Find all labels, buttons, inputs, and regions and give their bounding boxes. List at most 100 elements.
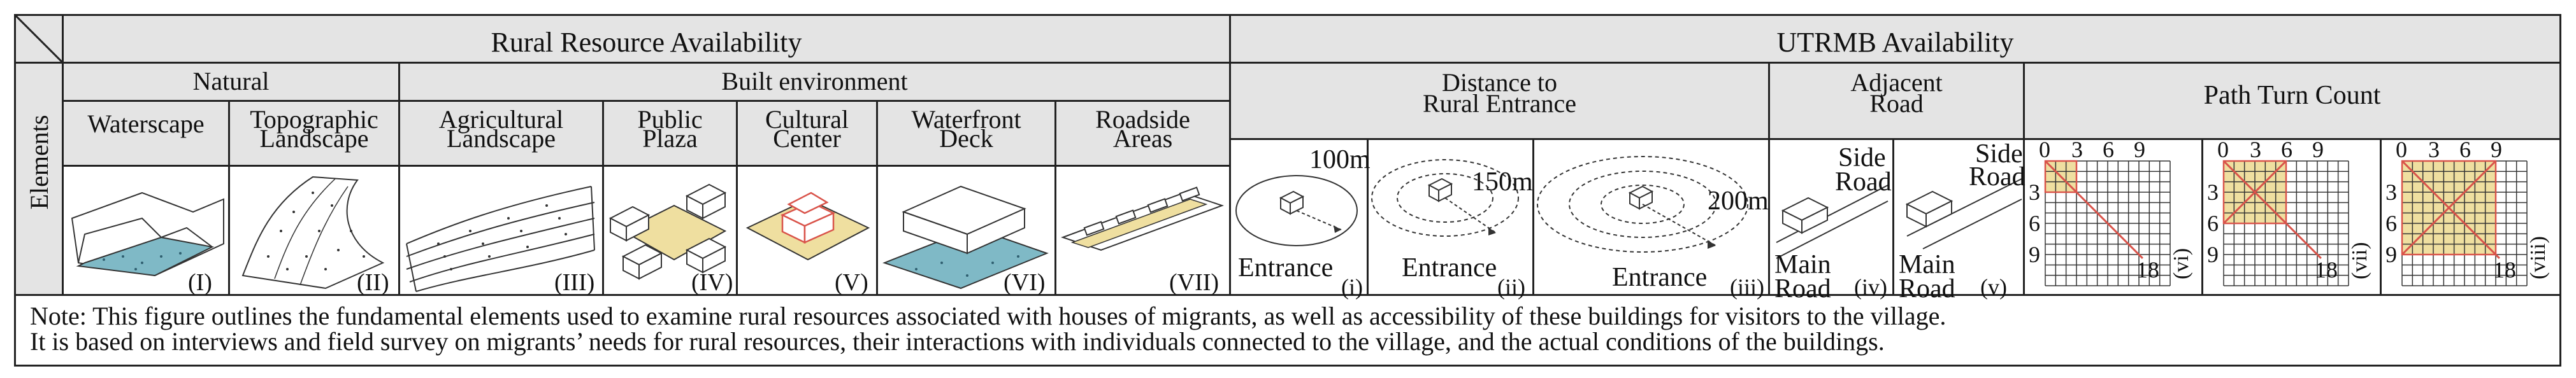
divider [1229, 16, 1231, 296]
grid-tick-top: 9 [2312, 141, 2324, 162]
grid-tick-left: 9 [2029, 242, 2040, 267]
main-road-v-1: Main [1899, 250, 1955, 279]
col-plaza-1: Public [637, 105, 703, 134]
col-roadside-2: Areas [1112, 124, 1173, 153]
divider [398, 62, 400, 296]
divider [228, 100, 230, 296]
figure-frame: Rural Resource Availability UTRMB Availa… [14, 14, 2561, 367]
divider [2380, 138, 2382, 296]
path-line [2401, 160, 2497, 256]
path-line [2044, 160, 2143, 259]
cultural-illustration [745, 192, 870, 261]
note-line-2: It is based on interviews and field surv… [30, 327, 1885, 356]
divider [16, 294, 2559, 296]
col-topographic-1: Topographic [250, 105, 378, 134]
divider [62, 16, 64, 296]
road-v-illustration [1905, 178, 2022, 249]
divider [1054, 100, 1056, 296]
deck-illustration [882, 185, 1049, 290]
roadside-illustration [1060, 186, 1225, 251]
path-turn-header: Path Turn Count [2203, 81, 2381, 110]
side-road-iv-1: Side [1838, 143, 1886, 172]
divider [1367, 138, 1369, 296]
divider [1532, 138, 1534, 296]
road-iv-illustration [1776, 185, 1889, 259]
path-line [2222, 160, 2287, 225]
divider [1892, 138, 1894, 296]
path-line [2401, 160, 2500, 259]
divider [1768, 62, 1770, 296]
numeral-i: (i) [1341, 274, 1363, 300]
distance-label-100: 100m [1309, 145, 1371, 174]
grid-tick-top: 0 [2396, 141, 2407, 162]
grid-tick-top: 3 [2071, 141, 2083, 162]
subheader-row-fill [16, 64, 2559, 102]
entrance-label-iii: Entrance [1612, 263, 1708, 292]
utrmb-header: UTRMB Availability [1776, 27, 2014, 58]
grid-shaded-outline [2222, 160, 2287, 225]
rural-resource-header: Rural Resource Availability [491, 27, 802, 58]
natural-header: Natural [192, 67, 270, 95]
distance-label-150: 150m [1472, 167, 1533, 197]
corner-diagonal [16, 16, 64, 64]
grid-mark-label: 18 [2493, 257, 2516, 283]
grid-numeral: (vi) [2169, 248, 2193, 279]
grid-tick-top: 6 [2281, 141, 2292, 162]
grid-numeral: (vii) [2348, 242, 2371, 279]
col-cultural-2: Center [773, 124, 841, 153]
grid-shaded-outline [2401, 160, 2497, 256]
grid-numeral: (viii) [2526, 236, 2550, 279]
divider [2201, 138, 2203, 296]
side-road-v-2: Road [1969, 162, 2026, 192]
numeral-ii: (ii) [1497, 274, 1525, 300]
header-row-fill [16, 16, 2559, 64]
row-label-elements: Elements [25, 115, 54, 210]
grid-mark-label: 18 [2315, 257, 2338, 283]
grid-tick-left: 6 [2385, 211, 2397, 236]
agricultural-illustration [406, 186, 595, 292]
grid-tick-top: 0 [2039, 141, 2050, 162]
numeral-I: (I) [188, 269, 212, 296]
col-waterscape: Waterscape [87, 109, 205, 138]
numeral-V: (V) [835, 269, 868, 296]
divider [602, 100, 604, 296]
utrmb-subheader-fill [1229, 102, 2559, 140]
adjacent-header-line2: Road [1869, 89, 1924, 118]
column-header-fill [64, 102, 1229, 167]
grid-shaded-outline [2044, 160, 2078, 193]
grid-tick-left: 9 [2207, 242, 2219, 267]
distance-200-illustration [1537, 156, 1748, 253]
col-agricultural-2: Landscape [446, 124, 556, 153]
plaza-illustration [608, 183, 727, 280]
numeral-VII: (VII) [1169, 269, 1220, 296]
grid-tick-left: 3 [2385, 179, 2397, 205]
numeral-iii: (iii) [1730, 274, 1764, 300]
divider [876, 100, 878, 296]
divider [16, 62, 2559, 64]
grid-tick-top: 3 [2428, 141, 2440, 162]
col-topographic-2: Landscape [259, 124, 369, 153]
grid-tick-top: 9 [2491, 141, 2502, 162]
numeral-III: (III) [554, 269, 595, 296]
grid-tick-top: 0 [2217, 141, 2229, 162]
divider [64, 165, 1229, 167]
grid-tick-left: 6 [2029, 211, 2040, 236]
numeral-IV: (IV) [691, 269, 733, 296]
main-road-iv-2: Road [1774, 274, 1831, 304]
waterscape-illustration [71, 192, 224, 277]
side-road-v-1: Side [1975, 139, 2023, 169]
divider [736, 100, 738, 296]
col-deck-2: Deck [939, 124, 993, 153]
col-plaza-2: Plaza [642, 124, 698, 153]
built-environment-header: Built environment [721, 67, 908, 95]
grid-tick-left: 6 [2207, 211, 2219, 236]
numeral-v: (v) [1980, 274, 2007, 300]
main-road-iv-1: Main [1774, 250, 1831, 279]
distance-header-line2: Rural Entrance [1423, 89, 1576, 118]
topographic-illustration [241, 176, 385, 290]
distance-header-line1: Distance to [1441, 68, 1558, 97]
col-deck-1: Waterfront [911, 105, 1021, 134]
distance-100-illustration [1235, 175, 1358, 246]
